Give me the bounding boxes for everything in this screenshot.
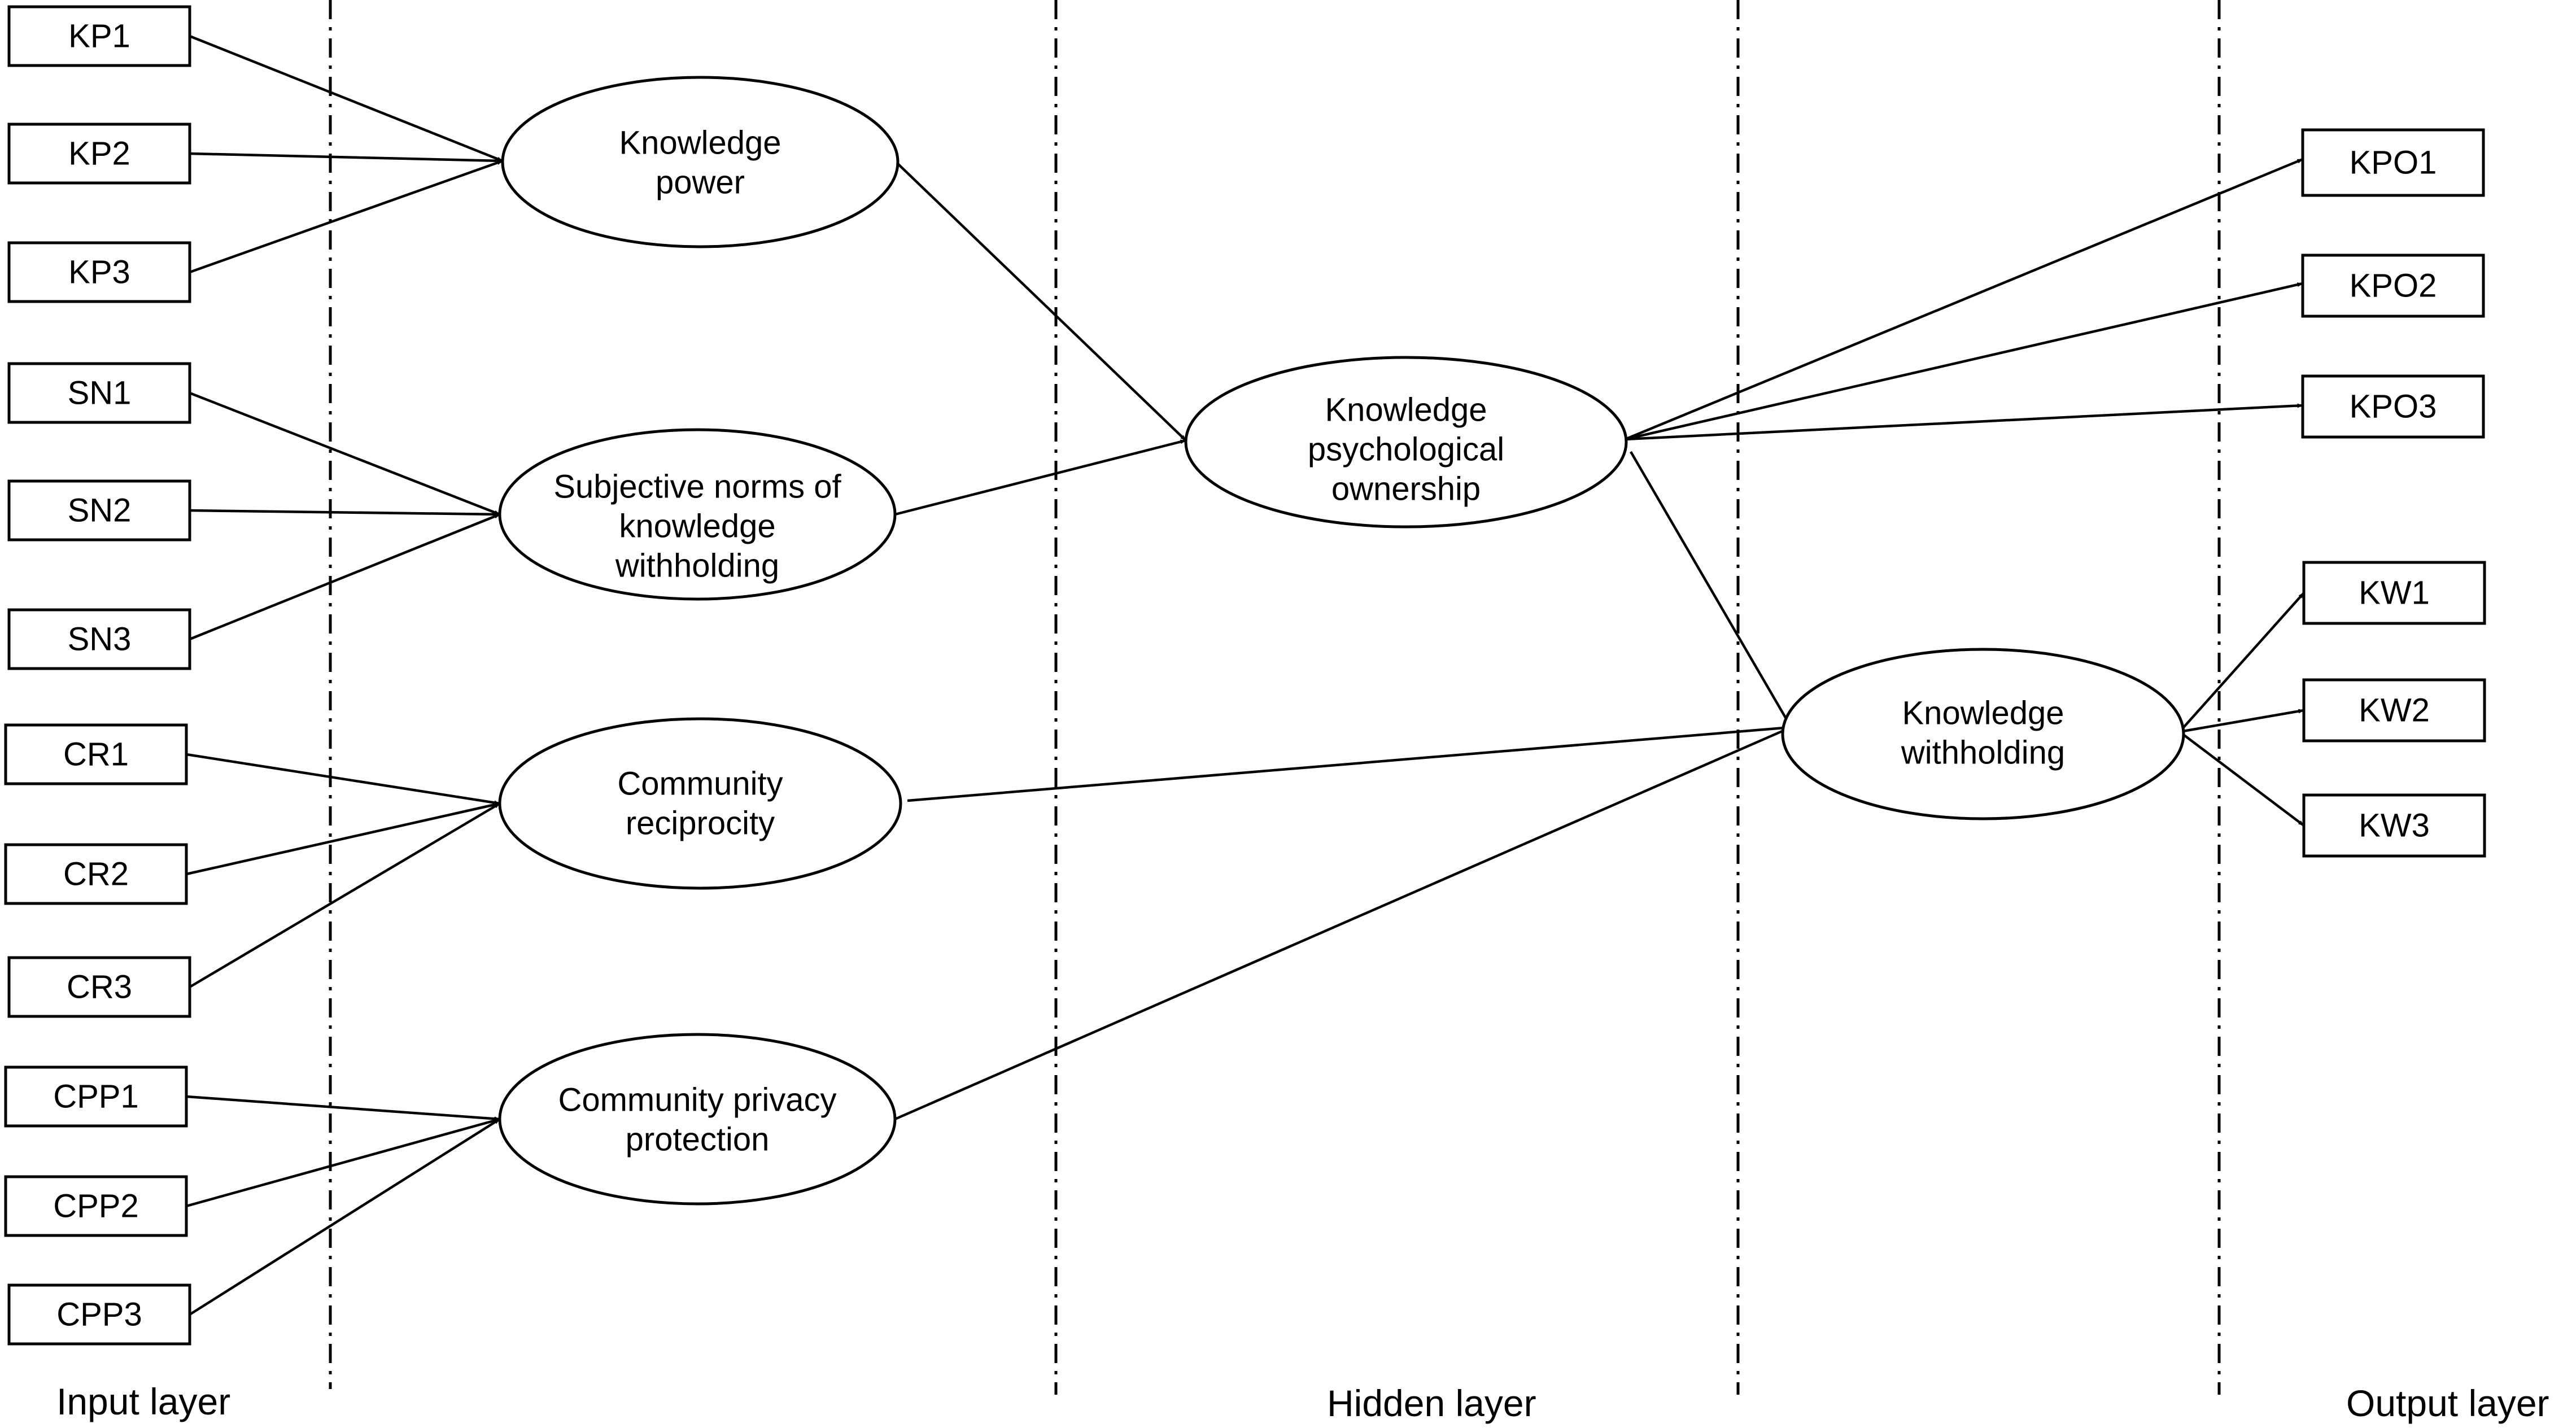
output-layer-label: Output layer bbox=[2346, 1382, 2549, 1424]
svg-text:psychological: psychological bbox=[1308, 431, 1504, 468]
svg-text:Community: Community bbox=[617, 766, 783, 802]
svg-text:ownership: ownership bbox=[1331, 471, 1481, 508]
edge-cr1-to-community-reciprocity bbox=[186, 753, 500, 805]
indicator-cr3: CR3 bbox=[7, 956, 191, 1018]
edge-cpp1-to-community-privacy bbox=[186, 1095, 500, 1121]
edge-cr2-to-community-reciprocity bbox=[186, 802, 500, 876]
edge-cpp2-to-community-privacy bbox=[186, 1117, 500, 1208]
indicator-sn3: SN3 bbox=[7, 608, 191, 670]
indicator-kw1: KW1 bbox=[2302, 561, 2486, 625]
edge-psych-ownership-to-kpo1 bbox=[1625, 158, 2303, 441]
edge-cpp3-to-community-privacy bbox=[189, 1118, 501, 1316]
edge-cr3-to-community-reciprocity bbox=[189, 802, 501, 988]
svg-text:Knowledge: Knowledge bbox=[1325, 392, 1487, 429]
edge-sn1-to-subjective-norms bbox=[189, 391, 500, 516]
indicator-kp3: KP3 bbox=[7, 241, 191, 303]
construct-community-privacy: Community privacy protection bbox=[498, 1033, 897, 1206]
layer-labels: Input layer Hidden layer Output layer bbox=[56, 1381, 2549, 1424]
indicator-sn1: SN1 bbox=[7, 362, 191, 424]
edge-knowledge-withholding-to-kw3 bbox=[2178, 731, 2305, 827]
svg-text:SN1: SN1 bbox=[68, 375, 132, 412]
edge-knowledge-power-to-psych-ownership bbox=[897, 163, 1187, 442]
edge-kp3-to-knowledge-power bbox=[189, 159, 503, 274]
indicator-kpo1: KPO1 bbox=[2301, 128, 2485, 197]
indicator-kpo2: KPO2 bbox=[2301, 254, 2485, 318]
svg-text:reciprocity: reciprocity bbox=[626, 805, 775, 842]
svg-text:KW2: KW2 bbox=[2359, 692, 2430, 729]
construct-knowledge-withholding: Knowledge withholding bbox=[1781, 648, 2185, 820]
svg-text:protection: protection bbox=[626, 1121, 770, 1158]
edge-psych-ownership-to-kpo3 bbox=[1625, 403, 2303, 441]
edge-community-privacy-to-knowledge-withholding bbox=[894, 726, 1792, 1121]
construct-subjective-norms: Subjective norms of knowledge withholdin… bbox=[498, 428, 897, 601]
edge-subjective-norms-to-psych-ownership bbox=[894, 439, 1186, 516]
svg-text:Community privacy: Community privacy bbox=[558, 1082, 836, 1119]
hidden-layer-label: Hidden layer bbox=[1327, 1382, 1536, 1424]
construct-knowledge-power: Knowledge power bbox=[501, 76, 900, 248]
edge-community-reciprocity-to-knowledge-withholding bbox=[907, 725, 1792, 802]
svg-text:KPO1: KPO1 bbox=[2350, 145, 2437, 181]
svg-text:KW3: KW3 bbox=[2359, 807, 2430, 844]
svg-text:Subjective norms of: Subjective norms of bbox=[553, 469, 841, 505]
edge-psych-ownership-to-knowledge-withholding bbox=[1630, 451, 1792, 728]
input-layer-label: Input layer bbox=[56, 1381, 230, 1422]
indicator-sn2: SN2 bbox=[7, 479, 191, 541]
svg-text:CR3: CR3 bbox=[67, 969, 132, 1006]
edges bbox=[186, 34, 2305, 1316]
svg-text:Knowledge: Knowledge bbox=[1902, 695, 2064, 732]
svg-text:Knowledge: Knowledge bbox=[619, 125, 781, 161]
indicator-cr1: CR1 bbox=[4, 723, 188, 785]
indicator-cpp3: CPP3 bbox=[7, 1283, 191, 1346]
svg-text:SN3: SN3 bbox=[68, 621, 132, 658]
indicator-kpo3: KPO3 bbox=[2301, 374, 2485, 439]
edge-psych-ownership-to-kpo2 bbox=[1625, 282, 2303, 441]
edge-sn2-to-subjective-norms bbox=[189, 509, 500, 517]
svg-text:KP1: KP1 bbox=[68, 18, 130, 55]
edge-kp2-to-knowledge-power bbox=[189, 152, 503, 163]
indicator-kp2: KP2 bbox=[7, 123, 191, 185]
indicator-kw3: KW3 bbox=[2302, 793, 2486, 858]
edge-sn3-to-subjective-norms bbox=[189, 513, 500, 641]
svg-text:SN2: SN2 bbox=[68, 492, 132, 529]
indicator-kw2: KW2 bbox=[2302, 678, 2486, 743]
svg-text:KP2: KP2 bbox=[68, 136, 130, 172]
svg-text:CPP3: CPP3 bbox=[56, 1296, 142, 1333]
svg-text:withholding: withholding bbox=[615, 548, 779, 584]
svg-text:KP3: KP3 bbox=[68, 254, 130, 291]
svg-text:knowledge: knowledge bbox=[619, 508, 775, 545]
svg-text:KPO3: KPO3 bbox=[2350, 388, 2437, 425]
layer-dividers bbox=[329, 0, 2221, 1395]
svg-text:power: power bbox=[656, 164, 745, 201]
svg-text:KW1: KW1 bbox=[2359, 575, 2430, 612]
indicator-kp1: KP1 bbox=[7, 5, 191, 67]
edge-kp1-to-knowledge-power bbox=[189, 34, 503, 163]
construct-community-reciprocity: Community reciprocity bbox=[498, 717, 902, 890]
svg-text:CPP1: CPP1 bbox=[53, 1078, 139, 1115]
indicator-cr2: CR2 bbox=[4, 843, 188, 905]
indicator-cpp2: CPP2 bbox=[4, 1175, 188, 1237]
construct-ellipses: Knowledge power Subjective norms of know… bbox=[498, 76, 2185, 1206]
construct-psychological-ownership: Knowledge psychological ownership bbox=[1184, 356, 1628, 529]
edge-knowledge-withholding-to-kw1 bbox=[2178, 592, 2305, 733]
indicator-cpp1: CPP1 bbox=[4, 1065, 188, 1128]
svg-text:KPO2: KPO2 bbox=[2350, 268, 2437, 304]
svg-text:CR1: CR1 bbox=[63, 736, 129, 773]
svg-text:CPP2: CPP2 bbox=[53, 1188, 139, 1225]
svg-text:withholding: withholding bbox=[1901, 735, 2065, 771]
svg-text:CR2: CR2 bbox=[63, 856, 129, 893]
edge-knowledge-withholding-to-kw2 bbox=[2179, 709, 2304, 733]
indicator-boxes: KP1 KP2 KP3 SN1 SN2 SN3 CR1 CR2 CR3 CPP1… bbox=[4, 5, 2486, 1346]
